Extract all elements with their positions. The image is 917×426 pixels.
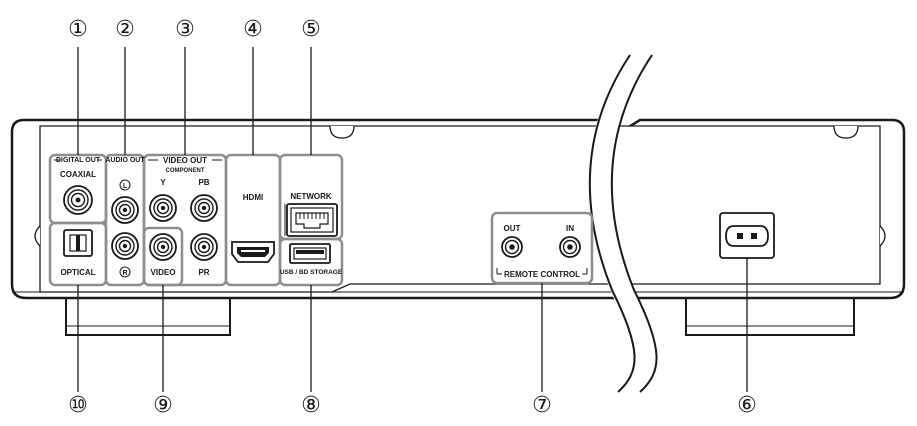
composite-video-jack [149, 233, 177, 261]
remote-control-label: REMOTE CONTROL [504, 270, 580, 279]
video-out-label: VIDEO OUT [163, 156, 207, 165]
network-label: NETWORK [290, 192, 332, 201]
audio-r-jack [111, 232, 139, 260]
network-port [284, 203, 338, 237]
audio-out-label: AUDIO OUT [105, 157, 145, 164]
component-label: COMPONENT [166, 168, 205, 174]
right-channel-label: R [122, 270, 127, 277]
usb-storage-label: USB / BD STORAGE [280, 269, 343, 276]
remote-out-jack [501, 236, 523, 258]
usb-port [289, 243, 331, 264]
video-label: VIDEO [151, 268, 176, 277]
callout-7: ⑦ [532, 392, 552, 417]
remote-in-label: IN [566, 224, 574, 233]
leader-lines [77, 47, 748, 392]
remote-out-label: OUT [504, 224, 521, 233]
optical-jack [63, 229, 93, 257]
y-label: Y [160, 178, 166, 187]
callout-5: ⑤ [301, 16, 321, 41]
ac-power-inlet [719, 212, 775, 259]
callout-8: ⑧ [301, 392, 321, 417]
right-foot [685, 296, 855, 336]
connectors [63, 185, 775, 264]
component-y-jack [149, 194, 177, 222]
component-pr-jack [190, 233, 218, 261]
callout-numbers: ① ② ③ ④ ⑤ ⑥ ⑦ ⑧ ⑨ ⑩ [68, 16, 757, 417]
pr-label: PR [198, 268, 209, 277]
callout-1: ① [68, 16, 88, 41]
callout-10: ⑩ [68, 392, 88, 417]
left-foot [65, 296, 231, 336]
hdmi-label: HDMI [243, 193, 263, 202]
callout-9: ⑨ [153, 392, 173, 417]
callout-2: ② [115, 16, 135, 41]
digital-out-label: DIGITAL OUT [56, 157, 101, 164]
chassis [10, 118, 906, 300]
remote-in-jack [559, 236, 581, 258]
audio-l-jack [111, 196, 139, 224]
callout-3: ③ [175, 16, 195, 41]
pb-label: PB [198, 178, 209, 187]
hdmi-port [231, 241, 275, 263]
callout-4: ④ [243, 16, 263, 41]
optical-label: OPTICAL [60, 268, 95, 277]
left-channel-label: L [123, 183, 128, 190]
callout-6: ⑥ [737, 392, 757, 417]
panel-labels: DIGITAL OUT COAXIAL OPTICAL AUDIO OUT L … [54, 156, 588, 279]
coaxial-jack [63, 185, 93, 215]
coaxial-label: COAXIAL [60, 170, 96, 179]
cable-break [588, 48, 658, 401]
component-pb-jack [190, 194, 218, 222]
